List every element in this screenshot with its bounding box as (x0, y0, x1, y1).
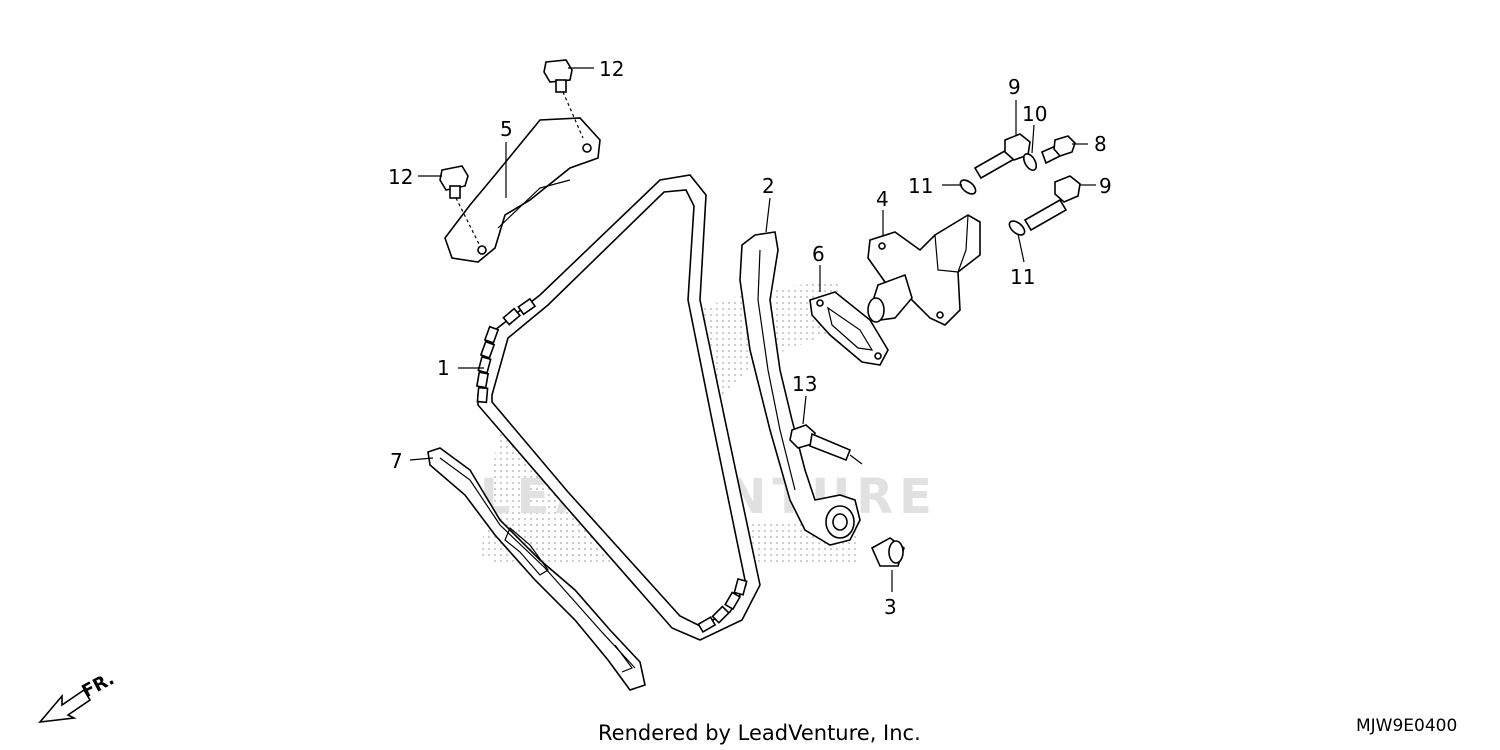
callout-6[interactable]: 6 (812, 242, 825, 266)
callout-3[interactable]: 3 (884, 595, 897, 619)
callout-2[interactable]: 2 (762, 174, 775, 198)
callout-13[interactable]: 13 (792, 372, 817, 396)
chain-links-left (475, 297, 537, 404)
callout-4[interactable]: 4 (876, 187, 889, 211)
callout-9a[interactable]: 9 (1008, 75, 1021, 99)
render-credit: Rendered by LeadVenture, Inc. (598, 721, 921, 745)
tensioner-gasket[interactable] (809, 291, 889, 366)
tensioner-bolt-upper[interactable] (973, 133, 1031, 180)
callout-12b[interactable]: 12 (388, 165, 413, 189)
callout-10[interactable]: 10 (1022, 102, 1047, 126)
callout-11b[interactable]: 11 (1010, 265, 1035, 289)
callout-11a[interactable]: 11 (908, 174, 933, 198)
flange-bolt-upper[interactable] (543, 59, 584, 139)
collar[interactable] (870, 537, 905, 567)
chain-links-bottom (697, 577, 748, 634)
callout-1[interactable]: 1 (437, 356, 450, 380)
sealing-washer[interactable] (1021, 152, 1039, 173)
front-arrow-icon (38, 688, 92, 724)
tensioner-bolt-lower[interactable] (1023, 175, 1081, 232)
callout-12a[interactable]: 12 (599, 57, 624, 81)
diagram-code: MJW9E0400 (1356, 716, 1457, 736)
callout-8[interactable]: 8 (1094, 132, 1107, 156)
callout-5[interactable]: 5 (500, 117, 513, 141)
cam-chain-tensioner-lifter[interactable] (867, 214, 981, 326)
callouts: 1 2 3 4 5 6 7 8 9 9 10 11 11 12 12 13 (388, 57, 1112, 619)
washer-upper[interactable] (958, 177, 978, 196)
cam-chain-guide[interactable] (427, 447, 646, 691)
pivot-bolt[interactable] (789, 424, 863, 465)
chain-guide-plate[interactable] (444, 117, 601, 263)
sealing-bolt[interactable] (1040, 135, 1076, 165)
cam-chain[interactable] (475, 174, 761, 641)
washer-lower[interactable] (1007, 218, 1027, 237)
flange-bolt-left[interactable] (439, 165, 481, 247)
callout-9b[interactable]: 9 (1099, 174, 1112, 198)
leader-lines (409, 67, 1096, 592)
cam-chain-tensioner-arm[interactable] (739, 231, 861, 546)
callout-7[interactable]: 7 (390, 449, 403, 473)
front-direction-marker: FR. (38, 668, 118, 724)
